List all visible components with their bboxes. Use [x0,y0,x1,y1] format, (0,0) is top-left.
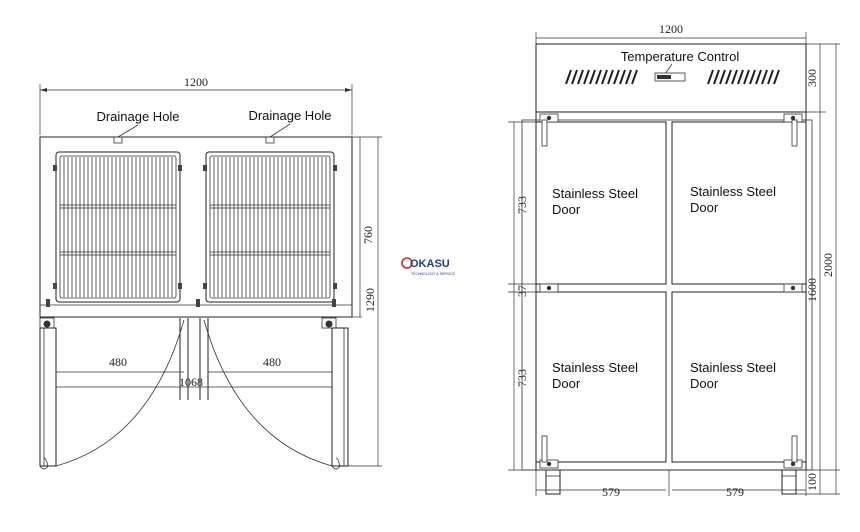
open-door-right [331,327,349,470]
shelf-grid-right [205,151,335,303]
vent-slot [607,69,614,85]
vent-slots-left [565,69,638,85]
hinge-right [321,317,337,329]
lower-door-height-label: 733 [515,369,529,387]
temperature-control-label: Temperature Control [621,49,740,64]
depth-total-label: 1290 [363,288,377,312]
upper-door-height-label: 733 [515,196,529,214]
logo-text: OKASU [410,258,450,270]
cabinet-outer-frame [521,119,813,471]
logo-tagline: TECHNOLOGY & SERVICE [411,272,456,276]
leg-height-label: 100 [805,473,819,491]
door-bottom-left [535,291,667,463]
door-width-left-label: 579 [602,485,620,499]
cabinet-legs [545,469,797,495]
open-door-left [39,327,57,470]
vent-slot [731,69,738,85]
vent-slot [737,69,744,85]
depth-body-label: 760 [361,226,375,244]
front-width-label: 1200 [659,22,683,36]
vent-slot [761,69,768,85]
drainage-hole-left [113,136,123,144]
vent-slot [619,69,626,85]
shelf-clips [46,165,337,307]
vent-slot [707,69,714,85]
arrow [40,88,47,92]
door-width-right-label: 579 [726,485,744,499]
vent-slot [583,69,590,85]
plan-width-label: 1200 [184,75,208,89]
control-display-screen [657,75,671,79]
vent-slot [595,69,602,85]
okasu-logo: OKASU TECHNOLOGY & SERVICE [401,257,456,276]
total-height-label: 2000 [821,253,835,277]
vent-slot [613,69,620,85]
gap-height-label: 37 [515,285,529,297]
door-section-height-label: 1600 [805,278,819,302]
plan-body-outline [39,136,353,318]
front-view: 1200 Temperature Control Stainless Steel… [508,22,840,499]
drainage-hole-right-label: Drainage Hole [248,108,331,123]
vent-slot [749,69,756,85]
vent-slot [589,69,596,85]
vent-slot [713,69,720,85]
door-top-left [535,121,667,285]
swing-arc-left [55,319,185,467]
vent-slot [601,69,608,85]
vent-slot [767,69,774,85]
hinge-left [39,317,55,329]
door-span-label: 1068 [179,375,203,389]
swing-arc-right [203,319,333,467]
arrow [345,88,352,92]
vent-slot [719,69,726,85]
logo-circle-icon [401,257,413,269]
vent-slot [773,69,780,85]
door-right-width-label: 480 [263,355,281,369]
door-left-width-label: 480 [109,355,127,369]
vent-slot [743,69,750,85]
vent-slot [631,69,638,85]
drainage-hole-right [265,136,275,144]
drainage-leader-right [269,123,291,138]
top-height-label: 300 [805,69,819,87]
vent-slot [755,69,762,85]
control-leader [664,63,673,75]
hinge-pins [546,115,796,467]
vent-slot [625,69,632,85]
drainage-hole-left-label: Drainage Hole [96,109,179,124]
cabinet-body [535,111,807,471]
vent-slot [577,69,584,85]
door-top-right [671,121,807,285]
vent-slot [565,69,572,85]
vent-slot [571,69,578,85]
vent-slots-right [707,69,780,85]
plan-view: 1200 Drainage Hole Drainage Hole [39,75,382,470]
drainage-leader-left [117,124,139,138]
door-bottom-right [671,291,807,463]
shelf-grid-left [55,151,181,303]
vent-slot [725,69,732,85]
door-hinges [539,113,803,469]
